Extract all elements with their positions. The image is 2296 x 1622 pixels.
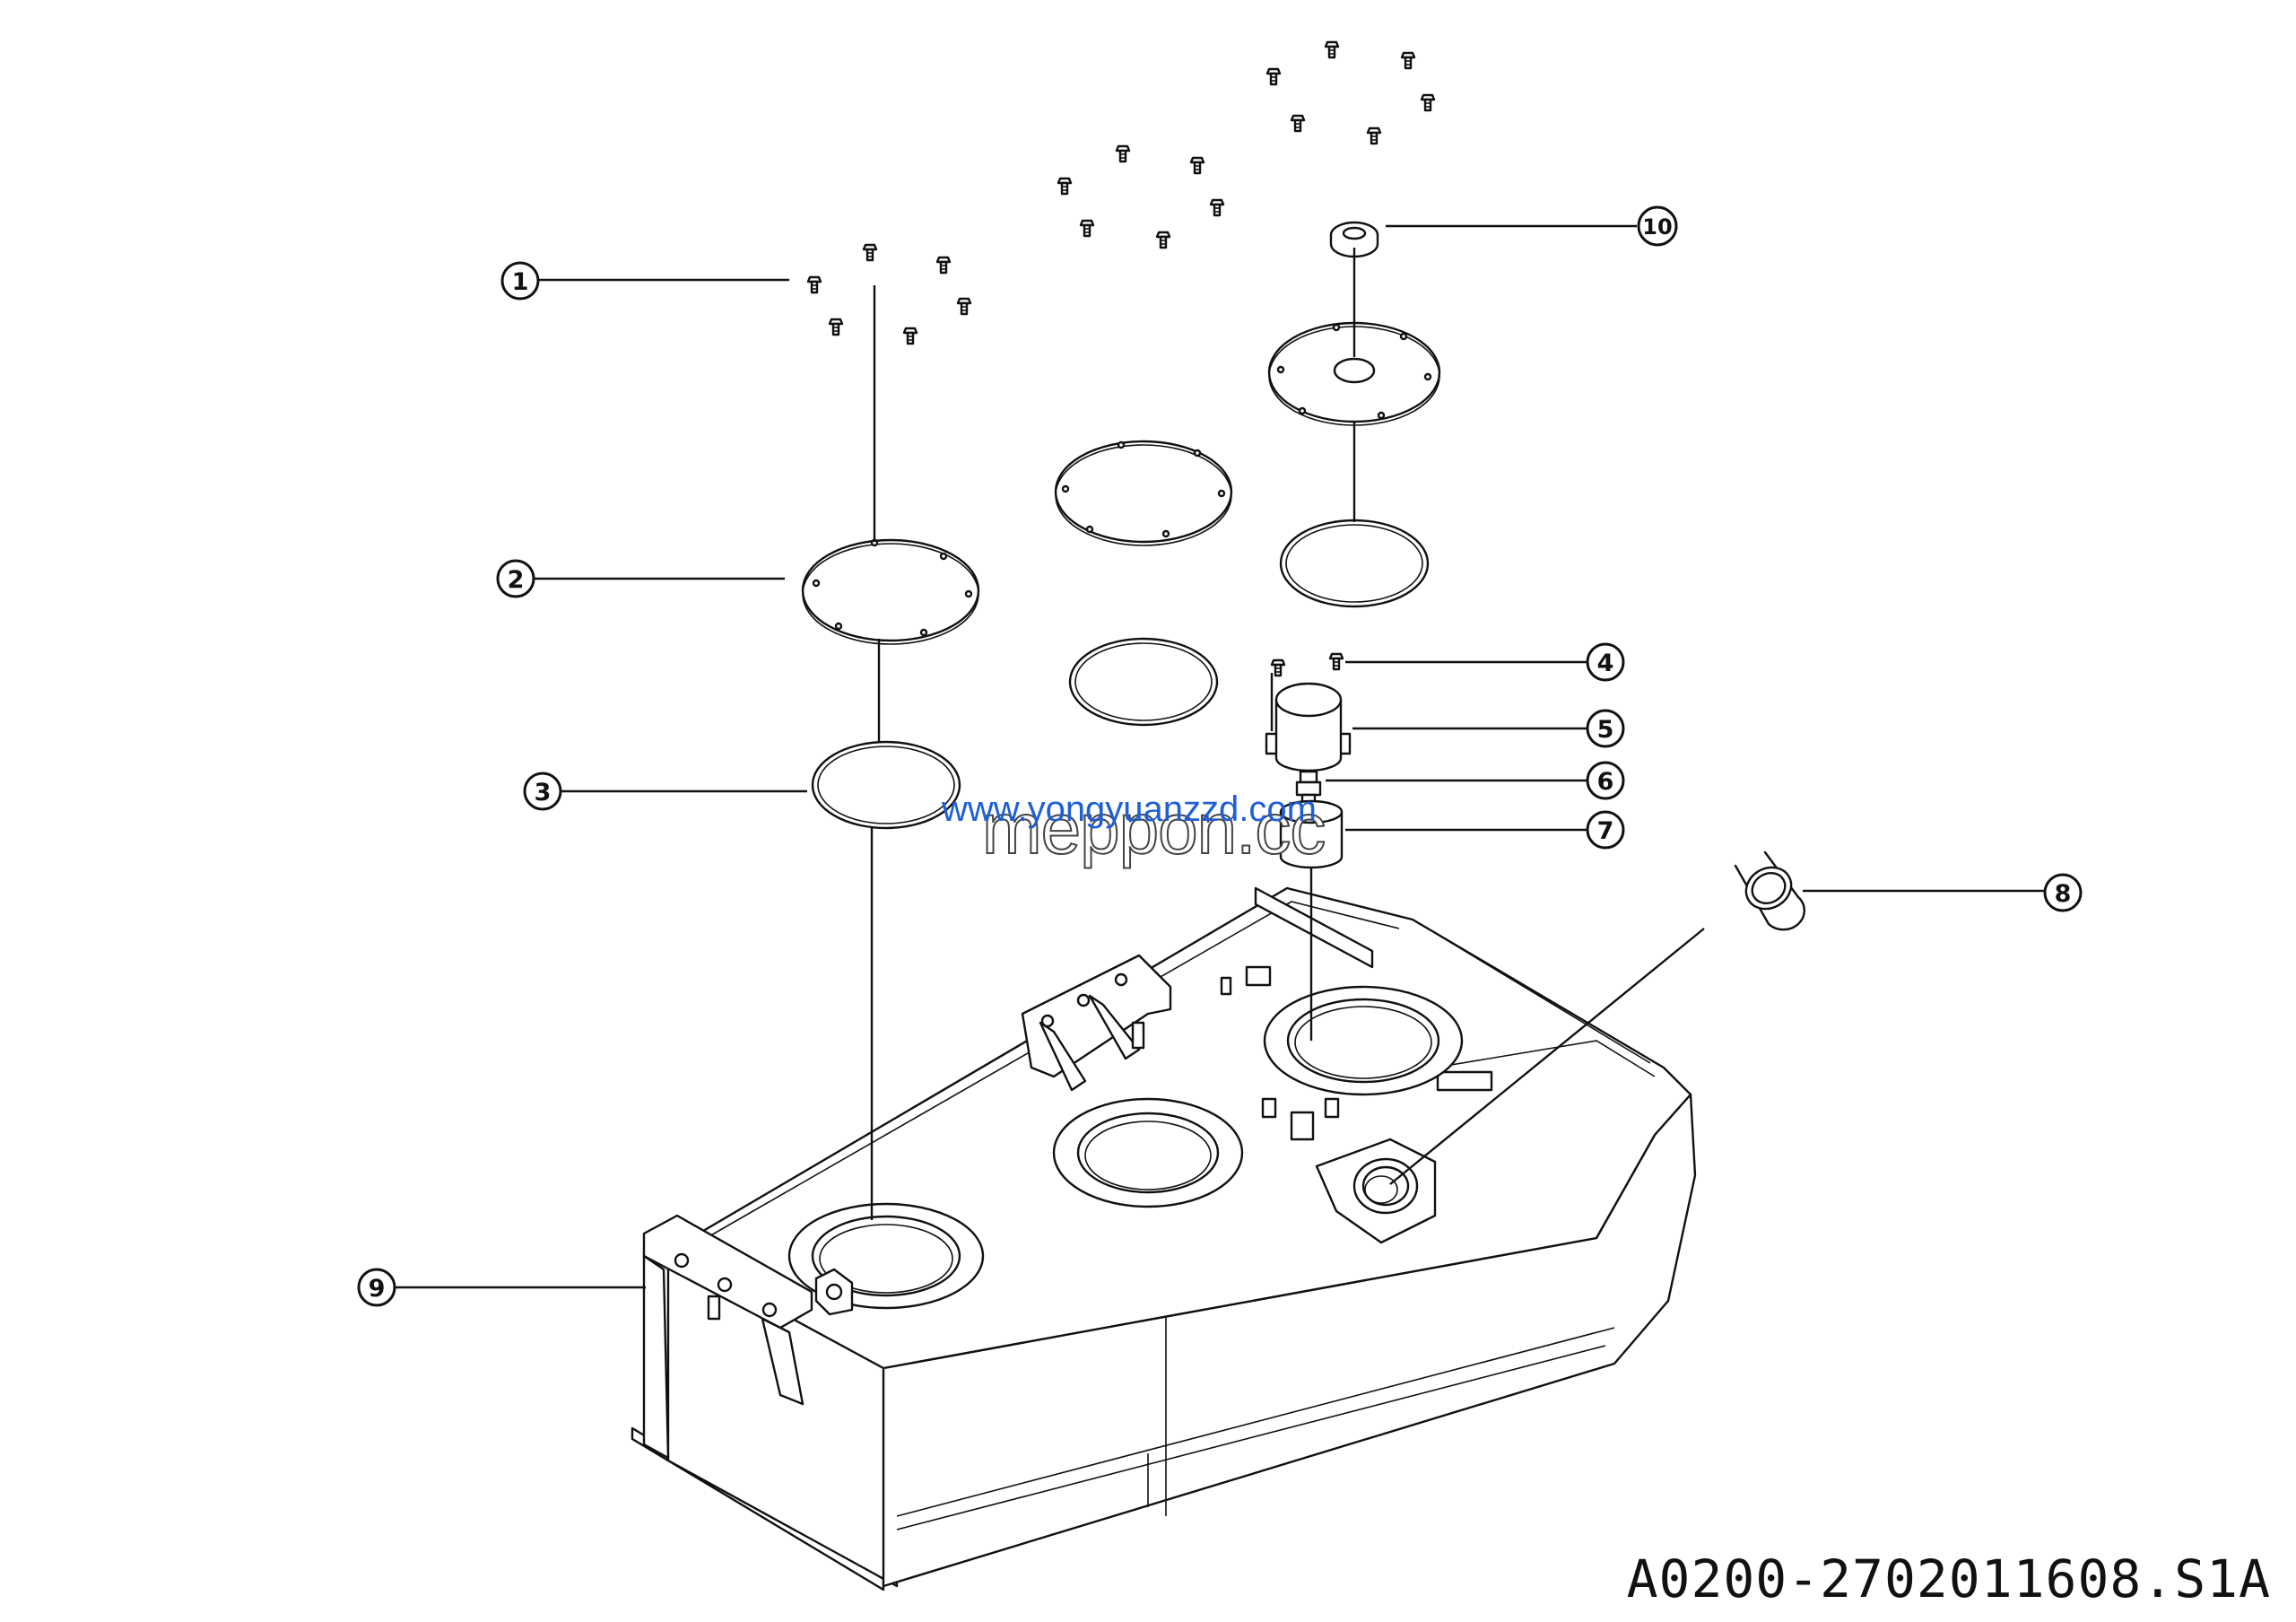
- tank-opening-rear: [1263, 985, 1464, 1096]
- callout-7-label: 7: [1597, 817, 1614, 845]
- callout-9: 9: [357, 1268, 396, 1307]
- callout-4-label: 4: [1597, 650, 1614, 677]
- drawing-number: A0200-2702011608.S1A: [1626, 1548, 2271, 1609]
- adapter: [1279, 799, 1344, 869]
- tank-filler-neck: [1315, 1138, 1437, 1244]
- assembly-lines: [870, 248, 1705, 1220]
- callout-9-label: 9: [369, 1275, 386, 1303]
- callout-1: 1: [500, 261, 540, 301]
- callout-2: 2: [496, 559, 535, 598]
- cover-plate-right: [1267, 321, 1441, 426]
- callout-4: 4: [1586, 642, 1625, 682]
- tank-opening-middle: [1052, 1097, 1244, 1208]
- bolts-group-middle: [1057, 144, 1225, 249]
- filler-tube: [1734, 850, 1806, 931]
- callout-5: 5: [1586, 709, 1625, 748]
- callout-6: 6: [1586, 761, 1625, 800]
- callout-10-label: 10: [1642, 214, 1672, 240]
- callout-6-label: 6: [1597, 768, 1614, 796]
- watermark-brand: meppon.cc: [981, 788, 1326, 869]
- callout-5-label: 5: [1597, 716, 1614, 744]
- callout-10: 10: [1637, 205, 1678, 247]
- bolts-group-left: [806, 243, 972, 345]
- flange-ring: [1329, 221, 1379, 258]
- cover-plate-left: [801, 538, 980, 645]
- callout-8: 8: [2043, 873, 2083, 912]
- cover-plate-middle: [1054, 440, 1233, 546]
- callout-1-label: 1: [512, 268, 529, 296]
- callout-3: 3: [523, 772, 562, 811]
- watermark-url: www.yongyuanzzd.com: [942, 789, 1317, 829]
- breather-cap: [1265, 682, 1352, 772]
- screws: [1270, 652, 1344, 677]
- callout-3-label: 3: [535, 779, 552, 807]
- fuel-tank: [631, 886, 1697, 1591]
- callout-8-label: 8: [2055, 880, 2072, 908]
- callout-7: 7: [1586, 810, 1625, 850]
- seal-ring-left: [811, 740, 961, 830]
- bolts-group-right: [1265, 40, 1436, 145]
- seal-ring-middle: [1068, 637, 1219, 727]
- seal-ring-right: [1279, 519, 1430, 608]
- leader-lines: [395, 224, 2045, 1289]
- callout-2-label: 2: [508, 566, 525, 594]
- tank-opening-front: [787, 1202, 985, 1316]
